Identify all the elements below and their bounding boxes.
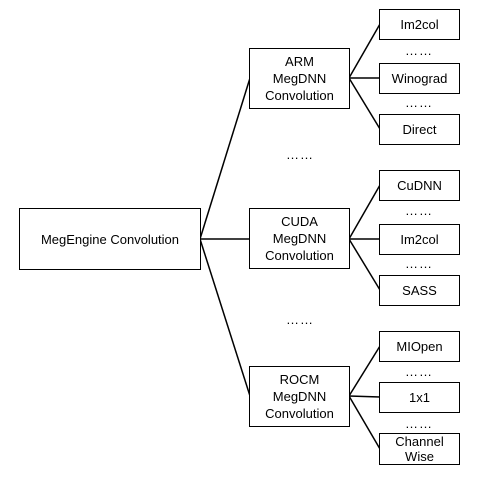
leaf-node-cuda-im2col: Im2col xyxy=(379,224,460,255)
edge-cuda-leaf3 xyxy=(348,238,381,291)
edge-rocm-leaf3 xyxy=(348,395,381,450)
leaf-separator: …… xyxy=(405,203,433,218)
leaf-node-arm-im2col: Im2col xyxy=(379,9,460,40)
leaf-separator: …… xyxy=(405,364,433,379)
edge-root-arm xyxy=(199,77,251,240)
backend-separator: …… xyxy=(286,312,314,327)
leaf-separator: …… xyxy=(405,256,433,271)
leaf-separator: …… xyxy=(405,43,433,58)
leaf-node-rocm-channel-wise: Channel Wise xyxy=(379,433,460,465)
edge-root-rocm xyxy=(199,238,251,397)
backend-node-arm: ARM MegDNN Convolution xyxy=(249,48,350,109)
leaf-node-arm-direct: Direct xyxy=(379,114,460,145)
edge-arm-leaf1 xyxy=(348,23,381,79)
backend-separator: …… xyxy=(286,147,314,162)
root-node: MegEngine Convolution xyxy=(19,208,201,270)
edge-rocm-leaf2 xyxy=(348,395,381,398)
edge-cuda-leaf1 xyxy=(348,184,381,240)
leaf-node-arm-winograd: Winograd xyxy=(379,63,460,94)
leaf-separator: …… xyxy=(405,95,433,110)
backend-node-cuda: CUDA MegDNN Convolution xyxy=(249,208,350,269)
edge-arm-leaf3 xyxy=(348,77,381,130)
leaf-separator: …… xyxy=(405,416,433,431)
leaf-node-cuda-sass: SASS xyxy=(379,275,460,306)
leaf-node-rocm-1x1: 1x1 xyxy=(379,382,460,413)
backend-node-rocm: ROCM MegDNN Convolution xyxy=(249,366,350,427)
leaf-node-cuda-cudnn: CuDNN xyxy=(379,170,460,201)
leaf-node-rocm-miopen: MIOpen xyxy=(379,331,460,362)
edge-rocm-leaf1 xyxy=(348,345,381,397)
